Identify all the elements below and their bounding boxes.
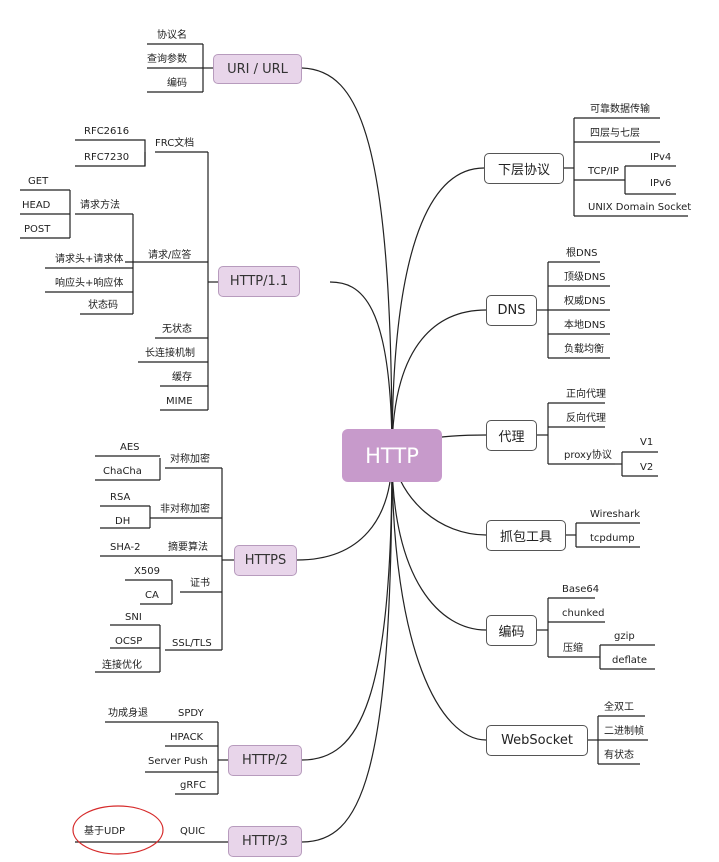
encoding-gzip: gzip	[614, 631, 635, 642]
dns-tld: 顶级DNS	[564, 272, 606, 283]
encoding-compress: 压缩	[563, 643, 583, 654]
proxy-reverse: 反向代理	[566, 413, 606, 424]
https-chacha: ChaCha	[103, 466, 142, 477]
http2-hpack: HPACK	[170, 732, 204, 743]
uri-item-encoding: 编码	[167, 78, 187, 89]
http2-grfc: gRFC	[180, 780, 207, 791]
http11-rfc2616: RFC2616	[84, 126, 130, 137]
lower-ipv6: IPv6	[650, 178, 672, 189]
node-uri-url[interactable]: URI / URL	[213, 54, 302, 84]
encoding-chunked: chunked	[562, 608, 605, 619]
node-https[interactable]: HTTPS	[234, 545, 297, 576]
dns-authoritative: 权威DNS	[564, 296, 606, 307]
https-ca: CA	[145, 590, 159, 601]
node-http2[interactable]: HTTP/2	[228, 745, 302, 776]
lower-unix: UNIX Domain Socket	[588, 202, 692, 213]
uri-item-query: 查询参数	[147, 54, 187, 65]
https-sha2: SHA-2	[110, 542, 141, 553]
https-sni: SNI	[125, 612, 142, 623]
dns-local: 本地DNS	[564, 320, 606, 331]
http3-udp: 基于UDP	[84, 826, 126, 837]
http2-spdy-note: 功成身退	[108, 708, 148, 719]
node-dns[interactable]: DNS	[486, 295, 537, 326]
capture-wireshark: Wireshark	[590, 509, 641, 520]
http11-post: POST	[24, 224, 51, 235]
http11-method: 请求方法	[80, 200, 120, 211]
http11-cache: 缓存	[172, 372, 192, 383]
http11-rfc7230: RFC7230	[84, 152, 130, 163]
node-proxy[interactable]: 代理	[486, 420, 537, 451]
http11-req-resp: 请求/应答	[148, 250, 192, 261]
https-opt: 连接优化	[102, 660, 142, 671]
https-ssl: SSL/TLS	[172, 638, 212, 649]
websocket-full-duplex: 全双工	[604, 702, 634, 713]
https-x509: X509	[134, 566, 160, 577]
node-http3[interactable]: HTTP/3	[228, 826, 302, 857]
http11-status: 状态码	[88, 300, 118, 311]
center-node[interactable]: HTTP	[342, 429, 442, 482]
http11-mime: MIME	[166, 396, 193, 407]
http11-head: HEAD	[22, 200, 51, 211]
node-http11[interactable]: HTTP/1.1	[218, 266, 300, 297]
https-rsa: RSA	[110, 492, 131, 503]
uri-item-protocol: 协议名	[157, 30, 187, 41]
node-capture-tools[interactable]: 抓包工具	[486, 520, 566, 551]
http11-frc-doc: FRC文档	[155, 138, 195, 149]
capture-tcpdump: tcpdump	[590, 533, 635, 544]
http11-resp-header: 响应头+响应体	[55, 278, 124, 289]
http2-spdy: SPDY	[178, 708, 204, 719]
https-ocsp: OCSP	[115, 636, 143, 647]
websocket-binary-frame: 二进制帧	[604, 726, 644, 737]
proxy-forward: 正向代理	[566, 389, 606, 400]
node-encoding[interactable]: 编码	[486, 615, 537, 646]
http11-stateless: 无状态	[162, 324, 192, 335]
https-cert: 证书	[190, 578, 210, 589]
http11-get: GET	[28, 176, 49, 187]
lower-layer: 四层与七层	[590, 128, 640, 139]
dns-loadbalance: 负载均衡	[564, 344, 604, 355]
lower-tcpip: TCP/IP	[588, 166, 619, 177]
https-dh: DH	[115, 516, 131, 527]
highlight-circle	[72, 805, 164, 855]
websocket-stateful: 有状态	[604, 750, 634, 761]
node-websocket[interactable]: WebSocket	[486, 725, 588, 756]
https-aes: AES	[120, 442, 140, 453]
https-asym: 非对称加密	[160, 504, 210, 515]
dns-root: 根DNS	[566, 248, 598, 259]
https-sym: 对称加密	[170, 454, 210, 465]
node-lower-protocol[interactable]: 下层协议	[484, 153, 564, 184]
encoding-deflate: deflate	[612, 655, 647, 666]
http2-server-push: Server Push	[148, 756, 208, 767]
proxy-v1: V1	[640, 437, 654, 448]
http11-keepalive: 长连接机制	[145, 348, 195, 359]
proxy-protocol: proxy协议	[564, 450, 612, 461]
https-digest: 摘要算法	[168, 542, 208, 553]
encoding-base64: Base64	[562, 584, 600, 595]
lower-reliable: 可靠数据传输	[590, 104, 650, 115]
http3-quic: QUIC	[180, 826, 206, 837]
proxy-v2: V2	[640, 462, 654, 473]
http11-req-header: 请求头+请求体	[55, 254, 124, 265]
lower-ipv4: IPv4	[650, 152, 672, 163]
